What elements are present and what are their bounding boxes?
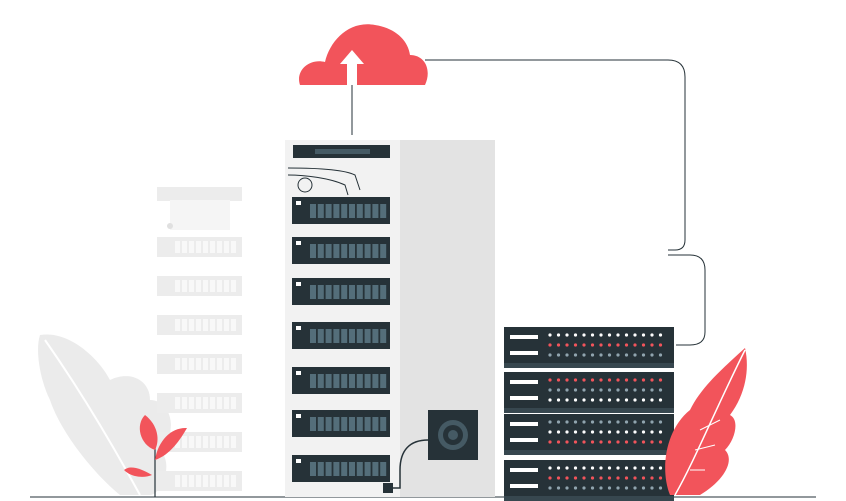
gray-leaf-icon bbox=[38, 334, 171, 495]
drive-bay bbox=[292, 237, 390, 264]
server-unit bbox=[504, 414, 674, 455]
ghost-rack-slot bbox=[157, 471, 242, 491]
ghost-rack bbox=[157, 187, 242, 491]
drive-bay bbox=[292, 455, 390, 482]
fan-unit-icon bbox=[383, 410, 478, 493]
drive-bay bbox=[292, 197, 390, 224]
server-unit bbox=[504, 327, 674, 368]
ghost-rack-slot bbox=[157, 276, 242, 296]
drive-bay bbox=[292, 278, 390, 305]
drive-bay bbox=[292, 410, 390, 437]
ghost-rack-slot bbox=[157, 237, 242, 257]
plant-icon bbox=[124, 415, 187, 497]
cloud-upload-icon bbox=[299, 24, 428, 135]
ghost-rack-slot bbox=[157, 393, 242, 413]
server-tower-icon bbox=[285, 140, 495, 497]
drive-bay bbox=[292, 367, 390, 394]
server-unit bbox=[504, 372, 674, 413]
drive-bay bbox=[292, 322, 390, 349]
gray-leaf-vein bbox=[44, 339, 141, 496]
server-stack-icon bbox=[504, 327, 674, 501]
connector-line bbox=[425, 59, 706, 346]
leaf-icon bbox=[665, 348, 747, 496]
ghost-rack-slot bbox=[157, 315, 242, 335]
ghost-rack-slot bbox=[157, 354, 242, 374]
server-unit bbox=[504, 460, 674, 501]
